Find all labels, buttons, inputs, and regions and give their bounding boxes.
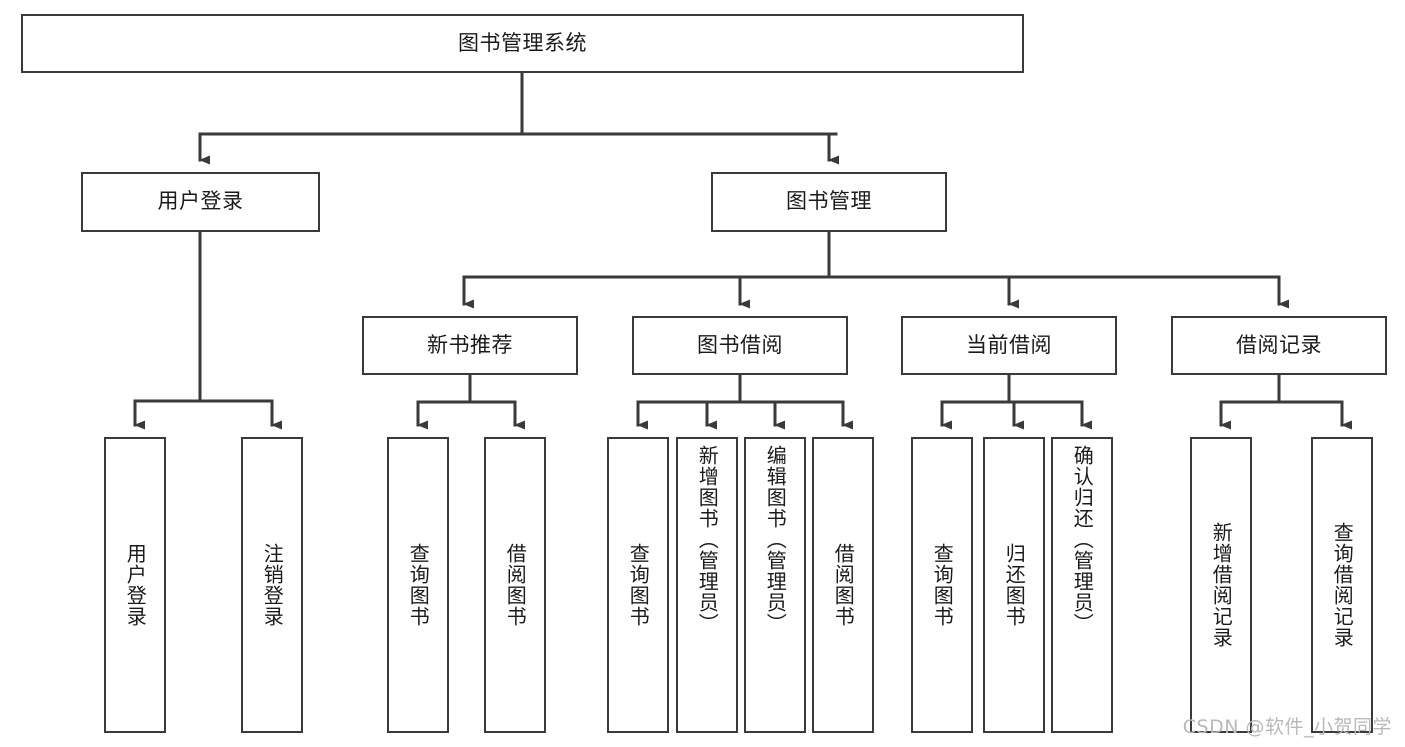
node-leaf-bb-query-label: 查询图书 [626, 543, 651, 627]
node-book-manage-label: 图书管理 [786, 189, 872, 214]
node-leaf-cb-confirm[interactable]: 确认归还（管理员） [1051, 437, 1113, 733]
node-leaf-br-add[interactable]: 新增借阅记录 [1190, 437, 1252, 733]
node-leaf-logout-label: 注销登录 [260, 543, 285, 627]
connector-newbookrec-to-leaves [416, 373, 525, 430]
node-leaf-user-login-label: 用户登录 [123, 543, 148, 627]
connector-currentborrow-to-leaves [940, 373, 1092, 430]
node-leaf-bb-add-label: 新增图书（管理员） [695, 445, 720, 634]
node-leaf-cb-return-label: 归还图书 [1002, 543, 1027, 627]
connector-bookmanage-to-level2 [462, 230, 1289, 309]
node-leaf-rec-borrow[interactable]: 借阅图书 [484, 437, 546, 733]
node-borrow-record-label: 借阅记录 [1236, 332, 1322, 357]
node-leaf-bb-borrow[interactable]: 借阅图书 [812, 437, 874, 733]
node-leaf-bb-edit[interactable]: 编辑图书（管理员） [744, 437, 806, 733]
node-leaf-logout[interactable]: 注销登录 [241, 437, 303, 733]
node-leaf-bb-add[interactable]: 新增图书（管理员） [676, 437, 738, 733]
node-leaf-bb-edit-label: 编辑图书（管理员） [763, 445, 788, 634]
node-leaf-user-login[interactable]: 用户登录 [104, 437, 166, 733]
node-new-book-rec[interactable]: 新书推荐 [362, 316, 578, 375]
node-leaf-rec-query-label: 查询图书 [406, 543, 431, 627]
connector-borrowrecord-to-leaves [1219, 373, 1352, 430]
node-current-borrow-label: 当前借阅 [966, 332, 1052, 357]
connector-userlogin-to-leaves [133, 230, 282, 430]
node-user-login-label: 用户登录 [157, 189, 244, 214]
node-leaf-rec-query[interactable]: 查询图书 [387, 437, 449, 733]
node-leaf-cb-query-label: 查询图书 [930, 543, 955, 627]
node-leaf-br-query[interactable]: 查询借阅记录 [1311, 437, 1373, 733]
node-new-book-rec-label: 新书推荐 [427, 332, 513, 357]
node-leaf-cb-return[interactable]: 归还图书 [983, 437, 1045, 733]
connector-root-to-level1 [198, 71, 839, 165]
node-leaf-cb-confirm-label: 确认归还（管理员） [1070, 445, 1095, 634]
node-root[interactable]: 图书管理系统 [21, 14, 1024, 73]
node-root-label: 图书管理系统 [458, 30, 587, 55]
node-leaf-bb-borrow-label: 借阅图书 [831, 543, 856, 627]
node-user-login[interactable]: 用户登录 [81, 172, 320, 232]
node-leaf-cb-query[interactable]: 查询图书 [911, 437, 973, 733]
watermark-text: CSDN @软件_小贺同学 [1182, 716, 1392, 738]
node-current-borrow[interactable]: 当前借阅 [901, 316, 1117, 375]
node-leaf-br-add-label: 新增借阅记录 [1209, 522, 1234, 648]
node-leaf-br-query-label: 查询借阅记录 [1330, 522, 1355, 648]
connector-bookborrow-to-leaves [636, 373, 853, 430]
node-book-borrow[interactable]: 图书借阅 [632, 316, 848, 375]
node-book-borrow-label: 图书借阅 [697, 332, 783, 357]
node-borrow-record[interactable]: 借阅记录 [1171, 316, 1387, 375]
node-leaf-rec-borrow-label: 借阅图书 [503, 543, 528, 627]
node-leaf-bb-query[interactable]: 查询图书 [607, 437, 669, 733]
node-book-manage[interactable]: 图书管理 [711, 172, 947, 232]
